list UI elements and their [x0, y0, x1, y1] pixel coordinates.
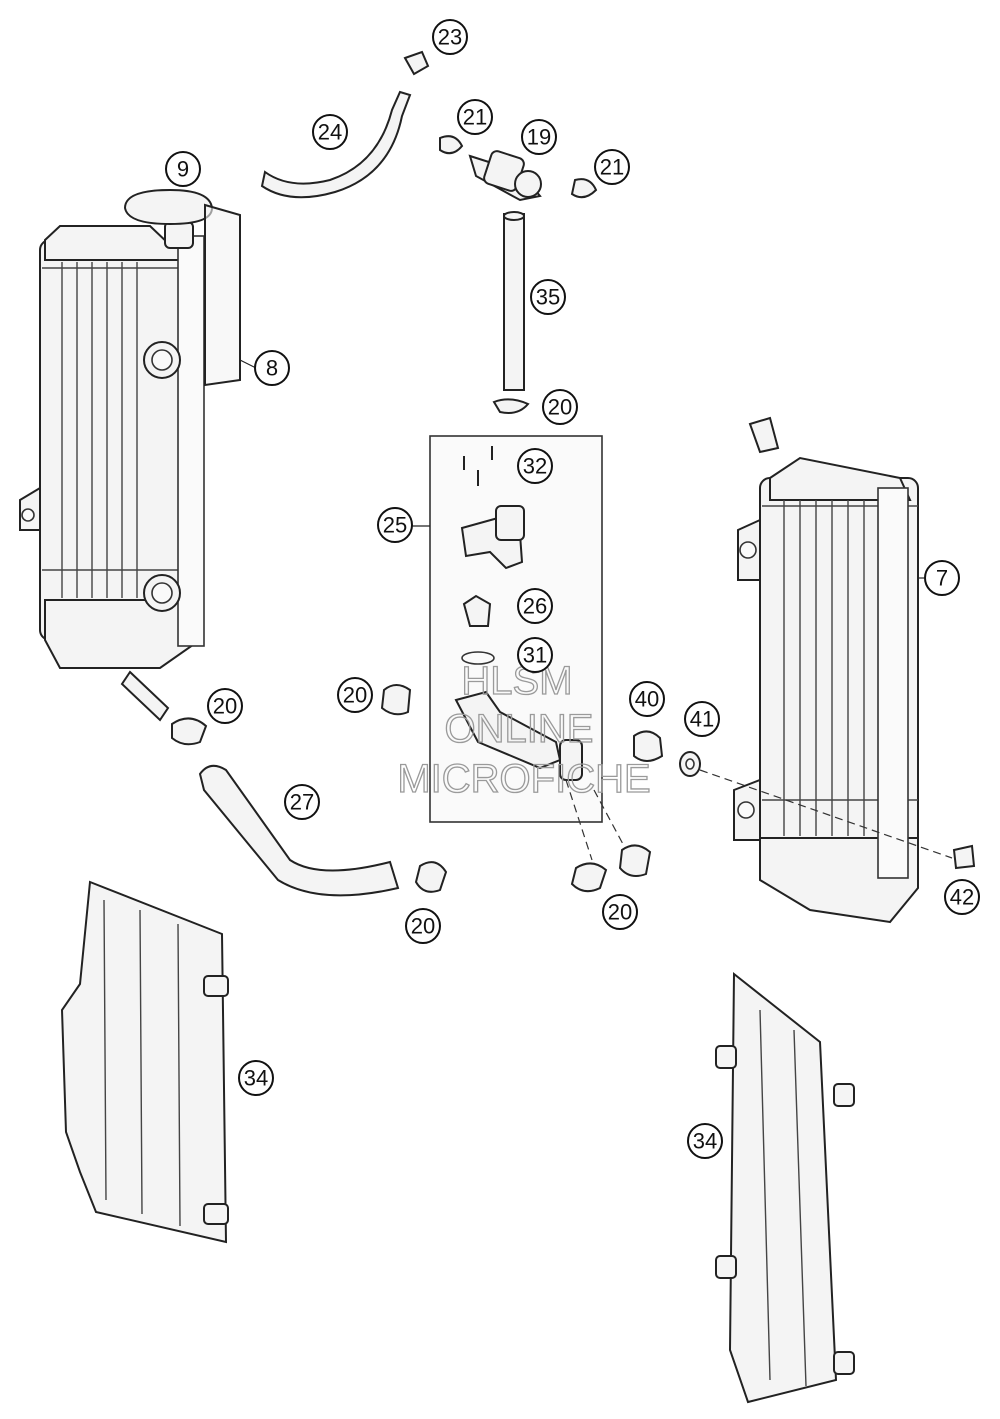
svg-text:35: 35: [536, 285, 560, 310]
hose-connector: [439, 135, 598, 202]
watermark-line-1: HLSM: [461, 659, 572, 703]
callout-31: 31: [517, 637, 553, 673]
callout-20-right-clamps: 20: [602, 894, 638, 930]
callout-25: 25: [377, 507, 413, 543]
callout-24: 24: [312, 114, 348, 150]
svg-text:19: 19: [527, 125, 551, 150]
svg-text:8: 8: [266, 356, 278, 381]
fasteners-right: [633, 730, 976, 870]
callout-7: 7: [924, 560, 960, 596]
svg-text:40: 40: [635, 687, 659, 712]
left-radiator: [19, 188, 241, 722]
callout-8: 8: [254, 350, 290, 386]
callout-9: 9: [165, 151, 201, 187]
lower-hose: [171, 684, 652, 897]
callout-42: 42: [944, 879, 980, 915]
svg-text:23: 23: [438, 25, 462, 50]
svg-text:20: 20: [343, 683, 367, 708]
svg-text:31: 31: [523, 643, 547, 668]
callout-27: 27: [284, 784, 320, 820]
callout-41: 41: [684, 701, 720, 737]
svg-text:7: 7: [936, 566, 948, 591]
watermark-line-2: ONLINE: [445, 707, 594, 751]
callout-20-top: 20: [542, 389, 578, 425]
leader-lines: [239, 359, 924, 579]
svg-text:21: 21: [600, 155, 624, 180]
callout-35: 35: [530, 279, 566, 315]
svg-text:9: 9: [177, 157, 189, 182]
svg-text:41: 41: [690, 707, 714, 732]
callout-34-left: 34: [238, 1060, 274, 1096]
callout-40: 40: [629, 681, 665, 717]
watermark-line-3: MICROFICHE: [397, 757, 650, 801]
callout-26: 26: [517, 588, 553, 624]
watermark: HLSM ONLINE MICROFICHE: [397, 658, 652, 801]
callout-32: 32: [517, 448, 553, 484]
svg-text:21: 21: [463, 105, 487, 130]
svg-text:34: 34: [693, 1129, 717, 1154]
callout-20-middle-clamp: 20: [337, 677, 373, 713]
svg-text:42: 42: [950, 885, 974, 910]
thermostat-group: [429, 435, 603, 823]
callout-21-upper-right: 21: [594, 149, 630, 185]
svg-text:26: 26: [523, 594, 547, 619]
callout-34-right: 34: [687, 1123, 723, 1159]
callout-20-left-clamp: 20: [207, 688, 243, 724]
svg-text:27: 27: [290, 790, 314, 815]
callout-19: 19: [521, 119, 557, 155]
right-radiator-guard: [715, 971, 855, 1404]
right-radiator: [733, 416, 919, 924]
callout-21-upper-left: 21: [457, 99, 493, 135]
svg-text:20: 20: [213, 694, 237, 719]
svg-text:32: 32: [523, 454, 547, 479]
svg-text:20: 20: [411, 914, 435, 939]
callout-20-lower-clamp: 20: [405, 908, 441, 944]
svg-text:20: 20: [548, 395, 572, 420]
svg-text:25: 25: [383, 513, 407, 538]
overflow-hose: [260, 50, 430, 199]
svg-text:34: 34: [244, 1066, 268, 1091]
pipe: [492, 211, 530, 414]
left-radiator-guard: [60, 880, 229, 1244]
radiator-cap: [123, 188, 214, 226]
svg-text:24: 24: [318, 120, 342, 145]
svg-text:20: 20: [608, 900, 632, 925]
callout-23: 23: [432, 19, 468, 55]
